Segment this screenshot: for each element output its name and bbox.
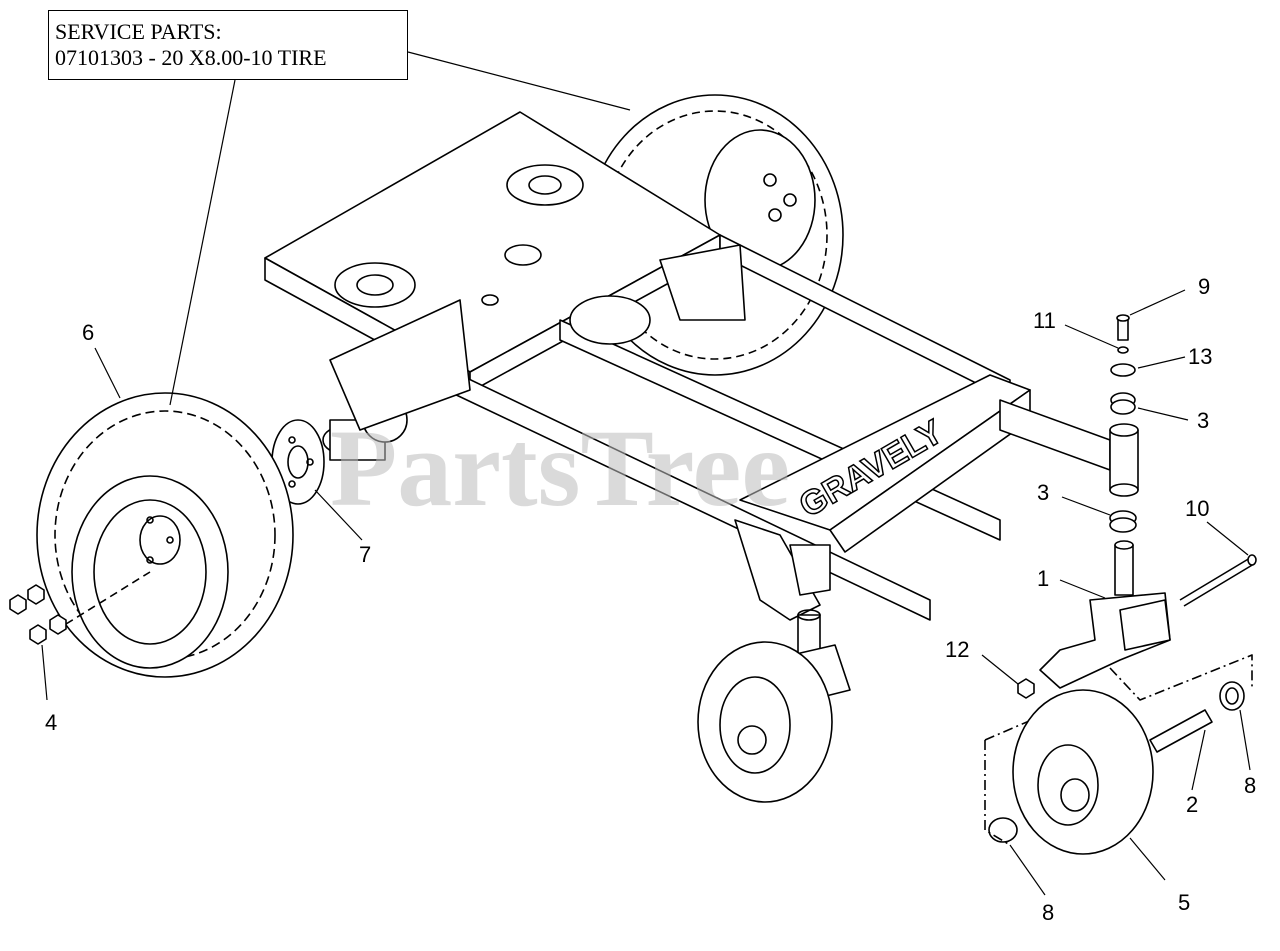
leader-lines [41, 51, 1251, 896]
callout-numbers: 1 2 3 3 4 5 6 7 8 8 9 10 11 12 13 [45, 274, 1256, 925]
drive-assembly [322, 244, 746, 461]
callout-7: 7 [359, 542, 371, 567]
callout-10: 10 [1185, 496, 1209, 521]
callout-3-lower: 3 [1037, 480, 1049, 505]
callout-3-top: 3 [1197, 408, 1209, 433]
callout-2: 2 [1186, 792, 1198, 817]
front-caster-wheel-installed [697, 641, 851, 803]
service-parts-box: SERVICE PARTS: 07101303 - 20 X8.00-10 TI… [48, 10, 408, 80]
service-parts-heading: SERVICE PARTS: [55, 19, 222, 44]
callout-8-left: 8 [1042, 900, 1054, 925]
callout-5: 5 [1178, 890, 1190, 915]
callout-12: 12 [945, 637, 969, 662]
rear-left-tire [36, 392, 294, 678]
service-parts-tire: 07101303 - 20 X8.00-10 TIRE [55, 45, 327, 70]
callout-4: 4 [45, 710, 57, 735]
lug-nuts [9, 571, 151, 645]
callout-9: 9 [1198, 274, 1210, 299]
callout-11: 11 [1033, 308, 1056, 333]
callout-1: 1 [1037, 566, 1049, 591]
callout-6: 6 [82, 320, 94, 345]
callout-8-right: 8 [1244, 773, 1256, 798]
watermark: PartsTree [330, 407, 790, 529]
callout-13: 13 [1188, 344, 1212, 369]
caster-exploded-parts [984, 314, 1257, 855]
